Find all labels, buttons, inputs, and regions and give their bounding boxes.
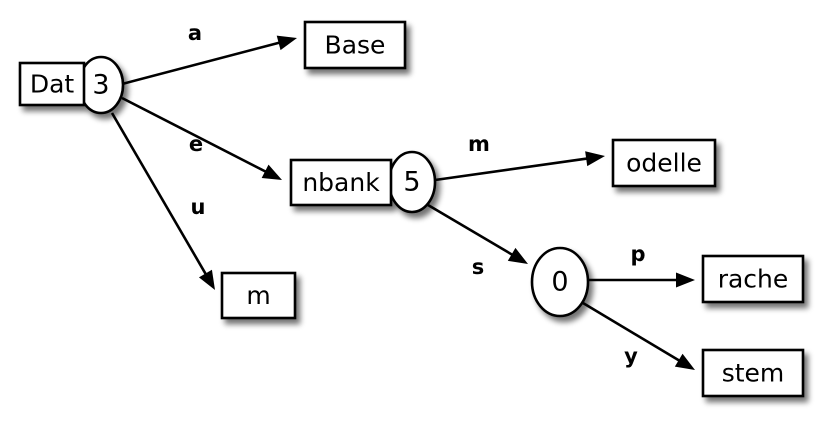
edge-m-line [434,156,590,182]
node-root-box[interactable] [18,61,86,107]
node-odelle-box[interactable] [611,138,717,188]
edge-y-arrowhead-icon [674,353,695,370]
node-rache-box[interactable] [701,254,805,304]
edge-s [427,203,528,264]
node-base-box[interactable] [303,20,407,70]
node-m-box-label: m [246,281,270,310]
node-base-box-label: Base [325,31,386,60]
edge-e-arrowhead-icon [261,164,282,180]
node-root[interactable]: Dat 3 [18,55,125,115]
edge-u [110,112,215,290]
edge-labels-layer: a e u m s p y [188,21,646,368]
edge-p-label: p [630,242,645,266]
edge-e-line [121,96,269,175]
edge-u-arrowhead-icon [198,269,215,290]
edge-y-label: y [624,344,638,368]
edge-a-label: a [188,21,202,45]
node-zero-ellipse-label: 0 [551,267,568,298]
node-nbank-box[interactable] [289,158,393,207]
node-m[interactable]: m [220,271,297,320]
edge-e-label: e [189,132,203,156]
edge-m-arrowhead-icon [585,151,605,167]
edge-y-line [582,301,683,364]
edge-a [121,35,297,86]
edge-m [434,151,605,182]
node-base[interactable]: Base [303,20,407,70]
edge-u-label: u [191,195,206,219]
node-nbank-box-label: nbank [302,168,380,197]
edge-m-label: m [468,132,490,156]
edge-p [588,272,695,288]
edge-s-line [427,203,516,258]
node-zero[interactable]: 0 [530,246,590,318]
edge-a-arrowhead-icon [276,35,297,51]
edge-a-line [121,40,283,86]
edge-s-arrowhead-icon [507,247,528,264]
edge-u-line [110,112,209,278]
node-zero-ellipse[interactable] [530,246,590,318]
edge-e [121,96,282,180]
node-stem-box-label: stem [722,359,785,388]
edge-s-label: s [472,255,485,279]
node-rache-box-label: rache [718,265,789,294]
nodes-layer: Dat 3 Base nbank 5 m odelle 0 rache stem [18,20,805,398]
node-nbank-ellipse-label: 5 [403,167,420,198]
node-root-box-label: Dat [30,70,75,99]
node-m-box[interactable] [220,271,297,320]
node-stem-box[interactable] [701,348,805,398]
node-stem[interactable]: stem [701,348,805,398]
edges-layer [110,35,695,370]
node-rache[interactable]: rache [701,254,805,304]
node-nbank[interactable]: nbank 5 [289,150,437,214]
edge-y [582,301,695,370]
edge-p-arrowhead-icon [676,272,695,288]
node-odelle-box-label: odelle [626,149,702,178]
node-root-ellipse-label: 3 [92,70,109,101]
node-odelle[interactable]: odelle [611,138,717,188]
